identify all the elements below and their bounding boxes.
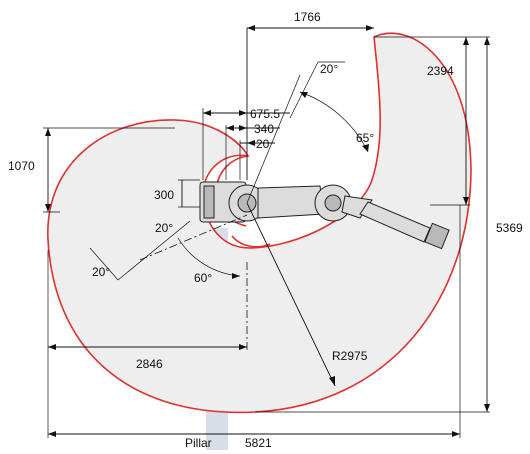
robot-elbow-housing [341,195,373,219]
robot-forearm [359,201,431,243]
dim-5821-label: 5821 [245,436,272,450]
radius-line [246,202,336,387]
angle-20-left-ray [117,220,191,281]
dim-340-arrow-right [239,125,247,131]
dim-340-label: 340 [254,122,274,136]
dim-1070-arrow-bottom [45,204,51,212]
angle-20-left-label: 20° [155,221,173,235]
dim-675-label: 675.5 [250,107,280,121]
dim-675-arrow-left [203,110,211,116]
dim-340-arrow-left [226,125,234,131]
angle-20-bottom-ref [89,247,119,281]
dim-20-label: 20 [256,137,270,151]
dim-2394-arrow-bottom [463,197,469,205]
dim-5369-label: 5369 [496,221,523,235]
angle-65-label: 65° [356,131,374,145]
dim-1070-label: 1070 [8,159,35,173]
dim-20-arrow [247,140,255,146]
angle-60-arrow [232,273,240,279]
dim-2846-label: 2846 [136,357,163,371]
robot-elbow-hub [324,194,342,212]
dim-300-label: 300 [154,188,174,202]
angle-65-arc [299,91,369,153]
radius-label: R2975 [332,349,368,363]
dim-2846-arrow-left [48,344,56,350]
angle-65-arrow-end [362,144,369,152]
angle-20-top-ray [289,61,319,119]
angle-60-label: 60° [194,271,212,285]
angle-65-ray [246,74,301,204]
dim-1766-label: 1766 [294,10,321,24]
dim-1766-arrow-right [366,25,374,31]
dim-2846-arrow-right [239,344,247,350]
dim-5369-arrow-top [484,37,490,45]
dim-1070-arrow-top [45,128,51,136]
dim-5369-arrow-bottom [484,404,490,412]
robot-wrist [424,222,450,250]
radius-arrow [329,376,335,386]
dim-1766-arrow-left [247,25,255,31]
pillar-label: Pillar [185,436,212,450]
robot-upper-arm [257,185,325,219]
dim-2394-label: 2394 [427,64,454,78]
robot-arm [199,181,450,250]
dim-675-arrow-right [239,110,247,116]
robot-base-flange [203,185,215,219]
angle-ref-lower-left [139,214,248,261]
dim-5821-arrow-left [48,431,56,437]
angle-20-top-label: 20° [320,62,338,76]
dim-2394-arrow-top [463,37,469,45]
dim-5821-arrow-right [452,431,460,437]
angle-20-bottom-label: 20° [92,265,110,279]
